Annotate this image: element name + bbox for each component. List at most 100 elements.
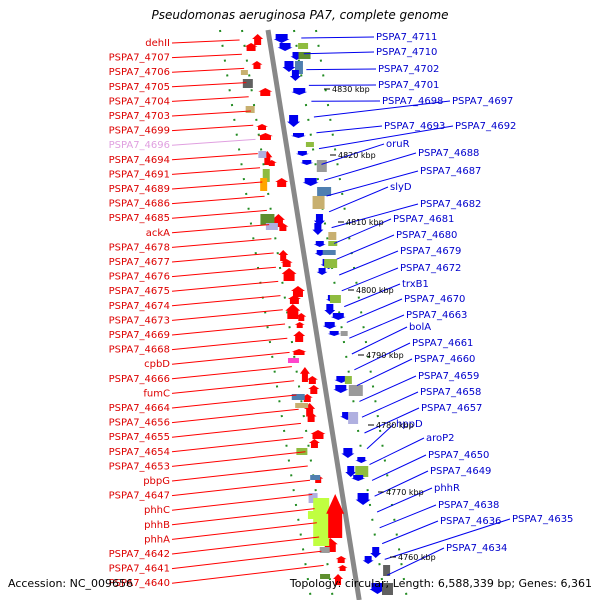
gene-label-right[interactable]: PSPA7_4660 [414, 354, 475, 365]
gene-label-left[interactable]: fumC [143, 388, 170, 399]
gene-label-left[interactable]: PSPA7_4694 [109, 155, 170, 166]
gene-label-right[interactable]: PSPA7_4698 [382, 96, 443, 107]
gene-label-left[interactable]: ackA [146, 228, 170, 239]
gene-label-left[interactable]: PSPA7_4703 [109, 111, 170, 122]
gene-label-left[interactable]: PSPA7_4675 [109, 286, 170, 297]
gene-label-right[interactable]: PSPA7_4638 [438, 500, 499, 511]
leader-line-left [171, 53, 242, 59]
gene-label-left[interactable]: PSPA7_4699 [109, 126, 170, 137]
gene-label-right[interactable]: PSPA7_4693 [384, 121, 445, 132]
gene-label-left[interactable]: cpbD [144, 359, 170, 370]
gene-feature-box [320, 574, 331, 579]
gene-label-left[interactable]: PSPA7_4678 [109, 242, 170, 253]
reverse-gene-arrow [351, 475, 366, 481]
gene-label-left[interactable]: PSPA7_4656 [109, 418, 170, 429]
gene-label-right[interactable]: PSPA7_4650 [428, 450, 489, 461]
gene-feature-box [312, 196, 325, 209]
gene-label-right[interactable]: PSPA7_4658 [420, 387, 481, 398]
gene-label-left[interactable]: PSPA7_4705 [109, 82, 170, 93]
reverse-gene-arrow [312, 223, 324, 235]
gene-label-left[interactable]: PSPA7_4655 [109, 432, 170, 443]
gene-label-left[interactable]: PSPA7_4689 [109, 184, 170, 195]
leader-line-left [171, 266, 276, 278]
gene-label-left[interactable]: PSPA7_4669 [109, 330, 170, 341]
gene-label-left[interactable]: PSPA7_4677 [109, 257, 170, 268]
gene-feature-box [308, 493, 318, 503]
leader-line-right [356, 358, 413, 387]
forward-gene-arrow [326, 494, 345, 538]
gene-label-left[interactable]: PSPA7_4647 [109, 491, 170, 502]
kbp-marker-label: 4780 kbp [376, 421, 414, 430]
gene-label-left[interactable]: PSPA7_4696 [109, 140, 170, 151]
gene-label-right[interactable]: PSPA7_4649 [430, 466, 491, 477]
gene-label-left[interactable]: pbpG [143, 476, 170, 487]
gene-label-left[interactable]: PSPA7_4664 [109, 403, 170, 414]
gene-label-right[interactable]: PSPA7_4636 [440, 516, 501, 527]
gene-label-left[interactable]: PSPA7_4674 [109, 301, 170, 312]
kbp-marker-label: 4760 kbp [398, 553, 436, 562]
gene-label-right[interactable]: PSPA7_4711 [376, 32, 437, 43]
gene-label-right[interactable]: phhR [434, 483, 460, 494]
gene-label-right[interactable]: oruR [386, 139, 410, 150]
gene-label-right[interactable]: PSPA7_4697 [452, 96, 513, 107]
leader-line-right [371, 454, 427, 481]
gene-label-left[interactable]: PSPA7_4686 [109, 199, 170, 210]
gene-label-right[interactable]: PSPA7_4670 [404, 294, 465, 305]
gene-label-right[interactable]: slyD [390, 182, 412, 193]
gene-label-left[interactable]: dehII [145, 38, 170, 49]
forward-gene-arrow [251, 61, 263, 69]
gene-label-right[interactable]: PSPA7_4710 [376, 47, 437, 58]
gene-label-right[interactable]: PSPA7_4659 [418, 371, 479, 382]
gene-label-left[interactable]: PSPA7_4668 [109, 345, 170, 356]
gene-label-left[interactable]: phhB [144, 520, 170, 531]
reverse-gene-arrow [287, 115, 301, 127]
gene-label-left[interactable]: phhC [144, 505, 170, 516]
gene-label-right[interactable]: hppD [396, 419, 423, 430]
leader-line-left [171, 451, 306, 467]
gene-label-right[interactable]: PSPA7_4657 [421, 403, 482, 414]
leader-line-left [171, 67, 245, 73]
gene-label-right[interactable]: PSPA7_4688 [418, 148, 479, 159]
gene-label-left[interactable]: PSPA7_4640 [109, 578, 170, 589]
gene-label-left[interactable]: PSPA7_4676 [109, 272, 170, 283]
gene-label-right[interactable]: aroP2 [426, 433, 455, 444]
gene-label-right[interactable]: trxB1 [402, 279, 429, 290]
forward-gene-arrow [281, 268, 297, 281]
leader-line-left [171, 110, 251, 117]
gene-label-left[interactable]: PSPA7_4691 [109, 169, 170, 180]
gene-label-left[interactable]: phhA [144, 534, 170, 545]
gene-label-left[interactable]: PSPA7_4704 [109, 96, 170, 107]
gene-label-right[interactable]: PSPA7_4682 [420, 199, 481, 210]
leader-line-right [328, 186, 389, 213]
gene-label-right[interactable]: PSPA7_4634 [446, 543, 507, 554]
gene-label-left[interactable]: PSPA7_4641 [109, 564, 170, 575]
gene-label-right[interactable]: PSPA7_4701 [378, 80, 439, 91]
gene-label-right[interactable]: PSPA7_4672 [400, 263, 461, 274]
gene-label-right[interactable]: PSPA7_4687 [420, 166, 481, 177]
gene-feature-box [340, 331, 348, 336]
leader-line-right [339, 250, 399, 276]
gene-label-right[interactable]: PSPA7_4702 [378, 64, 439, 75]
forward-gene-arrow [258, 88, 273, 96]
leader-line-right [331, 203, 419, 229]
gene-label-right[interactable]: PSPA7_4663 [406, 310, 467, 321]
gene-label-right[interactable]: PSPA7_4679 [400, 246, 461, 257]
leader-line-left [171, 337, 288, 351]
gene-label-right[interactable]: bolA [409, 322, 431, 333]
gene-label-right[interactable]: PSPA7_4635 [512, 514, 573, 525]
gene-label-left[interactable]: PSPA7_4642 [109, 549, 170, 560]
leader-line-right [333, 218, 392, 244]
gene-label-right[interactable]: PSPA7_4661 [412, 338, 473, 349]
leader-line-right [326, 170, 419, 197]
leader-line-right [321, 143, 385, 165]
gene-label-left[interactable]: PSPA7_4653 [109, 461, 170, 472]
gene-label-right[interactable]: PSPA7_4681 [393, 214, 454, 225]
gene-label-left[interactable]: PSPA7_4666 [109, 374, 170, 385]
gene-label-left[interactable]: PSPA7_4707 [109, 53, 170, 64]
gene-label-left[interactable]: PSPA7_4685 [109, 213, 170, 224]
gene-label-right[interactable]: PSPA7_4692 [455, 121, 516, 132]
gene-label-left[interactable]: PSPA7_4654 [109, 447, 170, 458]
gene-label-left[interactable]: PSPA7_4673 [109, 315, 170, 326]
gene-label-left[interactable]: PSPA7_4706 [109, 67, 170, 78]
gene-label-right[interactable]: PSPA7_4680 [396, 230, 457, 241]
